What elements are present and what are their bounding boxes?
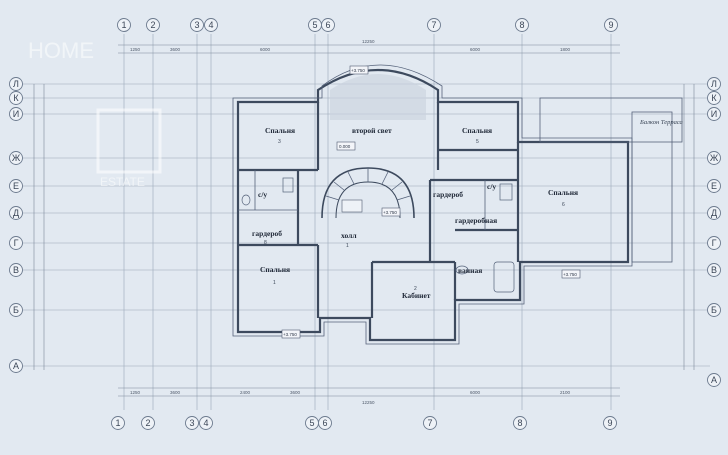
room-label-wardrobe-west: гардероб — [252, 229, 282, 238]
terrace-outline — [539, 97, 683, 143]
vertical-grid — [123, 34, 612, 410]
room-label-bedroom-ne: Спальня — [462, 126, 492, 135]
room-num-bedroom-nw: 3 — [278, 139, 281, 145]
room-label-bedroom-nw: Спальня — [265, 126, 295, 135]
axis-col-1-top: 1 — [121, 20, 126, 30]
exterior-walls — [232, 64, 633, 345]
axis-row-zh-right: Ж — [710, 153, 719, 163]
room-num-bedroom-sw: 1 — [273, 280, 276, 286]
axis-row-zh-left: Ж — [12, 153, 21, 163]
level-mark-4: +3.750 — [563, 272, 577, 277]
axis-col-8-top: 8 — [519, 20, 524, 30]
axis-row-g-left: Г — [14, 238, 19, 248]
balcony-outline — [631, 111, 673, 263]
axis-row-v-left: В — [13, 265, 19, 275]
axis-row-l-right: Л — [711, 79, 717, 89]
axis-row-a-right: А — [711, 375, 717, 385]
level-box-4 — [561, 269, 581, 279]
row-axes-right: Л К И Ж Е Д Г В Б А — [707, 77, 721, 387]
bottom-dim-1: 1250 — [130, 390, 141, 395]
top-dim-1: 1250 — [130, 47, 141, 52]
room-label-study: Кабинет — [402, 291, 431, 300]
room-label-wardrobe-east: гардероб — [433, 190, 463, 199]
bottom-dim-3: 2400 — [240, 390, 251, 395]
axis-col-3-top: 3 — [194, 20, 199, 30]
top-dim-total: 12250 — [362, 39, 375, 44]
watermark-estate: ESTATE — [100, 175, 145, 189]
axis-col-6-top: 6 — [325, 20, 330, 30]
axis-col-6-bottom: 6 — [322, 418, 327, 428]
interior-walls — [238, 102, 520, 318]
dimension-lines — [33, 44, 695, 397]
room-num-second-light: 0.000 — [339, 144, 351, 149]
axis-col-7-top: 7 — [431, 20, 436, 30]
axis-col-8-bottom: 8 — [517, 418, 522, 428]
axis-row-a-left: А — [13, 361, 19, 371]
estate-watermark: HOME ESTATE — [28, 38, 162, 189]
axis-col-4-bottom: 4 — [203, 418, 208, 428]
row-axes-left: Л К И Ж Е Д Г В Б А — [9, 77, 23, 373]
spiral-staircase — [321, 167, 415, 219]
axis-col-4-top: 4 — [208, 20, 213, 30]
axis-col-3-bottom: 3 — [189, 418, 194, 428]
top-dim-3: 6000 — [260, 47, 271, 52]
axis-col-1-bottom: 1 — [115, 418, 120, 428]
bottom-dim-2: 3600 — [170, 390, 181, 395]
level-box-1 — [349, 65, 369, 75]
top-dim-5: 1800 — [560, 47, 571, 52]
top-dim-4: 6000 — [470, 47, 481, 52]
column-axes-top: 1 2 3 4 5 6 7 8 9 — [117, 18, 618, 32]
axis-row-e-left: Е — [13, 181, 19, 191]
room-label-dressing-room: гардеробная — [455, 216, 497, 225]
axis-row-e-right: Е — [711, 181, 717, 191]
axis-col-9-bottom: 9 — [607, 418, 612, 428]
top-dim-2: 3600 — [170, 47, 181, 52]
room-label-second-light: второй свет — [352, 126, 392, 135]
axis-row-d-right: Д — [711, 208, 717, 218]
axis-col-2-bottom: 2 — [145, 418, 150, 428]
axis-col-5-bottom: 5 — [309, 418, 314, 428]
level-box-2 — [381, 207, 401, 217]
bottom-dim-5: 6000 — [470, 390, 481, 395]
room-num-hall: 1 — [346, 243, 349, 249]
axis-col-7-bottom: 7 — [427, 418, 432, 428]
axis-row-b-right: Б — [711, 305, 717, 315]
axis-col-2-top: 2 — [150, 20, 155, 30]
handwritten-terrace-note: Балкон Терраса — [639, 119, 683, 126]
axis-row-i-right: И — [711, 109, 717, 119]
room-label-bedroom-east: Спальня — [548, 188, 578, 197]
axis-col-5-top: 5 — [312, 20, 317, 30]
axis-row-l-left: Л — [13, 79, 19, 89]
bottom-dim-6: 2100 — [560, 390, 571, 395]
room-label-bedroom-sw: Спальня — [260, 265, 290, 274]
room-label-hall: холл — [341, 231, 357, 240]
axis-row-k-right: К — [711, 93, 717, 103]
room-num-bedroom-ne: 5 — [476, 139, 479, 145]
room-num-wardrobe-west: 8 — [264, 240, 267, 246]
axis-row-d-left: Д — [13, 208, 19, 218]
bottom-dim-total: 12250 — [362, 400, 375, 405]
room-label-bath-east: с/у — [487, 182, 496, 191]
axis-row-b-left: Б — [13, 305, 19, 315]
room-num-bedroom-east: 6 — [562, 202, 565, 208]
level-mark-1: +3.750 — [351, 68, 365, 73]
axis-row-v-right: В — [711, 265, 717, 275]
bathroom-fixtures — [241, 177, 515, 293]
level-mark-3: +3.750 — [283, 332, 297, 337]
axis-row-i-left: И — [13, 109, 19, 119]
watermark-home: HOME — [28, 38, 94, 63]
axis-col-9-top: 9 — [608, 20, 613, 30]
room-label-bath-west: с/у — [258, 190, 267, 199]
axis-row-g-right: Г — [712, 238, 717, 248]
column-axes-bottom: 1 2 3 4 5 6 7 8 9 — [111, 416, 617, 430]
level-box-3 — [281, 329, 301, 339]
level-mark-2: +3.750 — [383, 210, 397, 215]
level-box-second-light — [336, 141, 356, 151]
room-num-study: 2 — [414, 286, 417, 292]
room-label-bathroom: ванная — [458, 266, 482, 275]
bottom-dim-4: 3600 — [290, 390, 301, 395]
axis-row-k-left: К — [13, 93, 19, 103]
